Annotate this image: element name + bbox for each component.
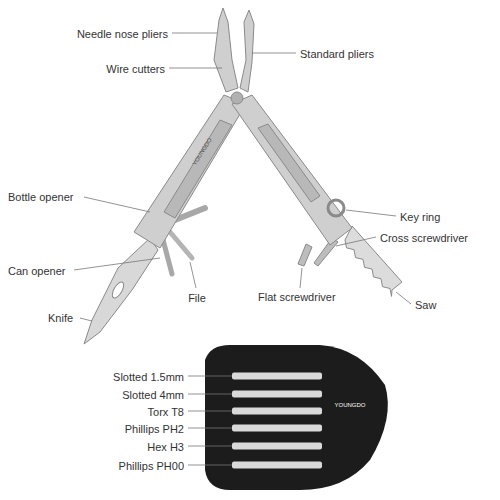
bits (232, 373, 322, 469)
part-label: Key ring (400, 211, 440, 223)
part-label: Saw (415, 299, 436, 311)
leader-line (80, 318, 92, 321)
part-label-holder: Standard pliers (300, 44, 374, 62)
part-label-holder: Flat screwdriver (258, 287, 336, 305)
part-label: Needle nose pliers (77, 28, 168, 40)
bit-label: Phillips PH00 (119, 460, 184, 472)
flat-screwdriver (298, 244, 312, 266)
part-label: Flat screwdriver (258, 291, 336, 303)
part-label-holder: File (188, 288, 206, 306)
part-label-holder: Bottle opener (8, 187, 73, 205)
bit-label-holder: Torx T8 (148, 402, 184, 420)
leader-line (74, 258, 160, 270)
leader-lines (74, 33, 411, 465)
bit-label-holder: Phillips PH2 (125, 419, 184, 437)
part-label: Knife (48, 312, 73, 324)
leader-line (396, 292, 411, 304)
multitool (84, 8, 402, 344)
part-label-holder: Needle nose pliers (77, 24, 168, 42)
handle-slot (258, 124, 320, 202)
bit-label: Torx T8 (148, 406, 184, 418)
bit-label: Slotted 1.5mm (113, 371, 184, 383)
bit-label: Phillips PH2 (125, 423, 184, 435)
leader-line (188, 465, 232, 466)
bit-label-holder: Slotted 4mm (122, 385, 184, 403)
plier-jaw (240, 10, 254, 92)
left-handle (134, 95, 246, 248)
file-arm (170, 232, 192, 258)
part-label: Cross screwdriver (380, 232, 468, 244)
leader-line (84, 197, 150, 212)
bit (232, 373, 322, 380)
leader-line (346, 210, 396, 216)
leader-line (190, 262, 196, 288)
leader-line (188, 446, 232, 447)
part-label-holder: Key ring (400, 207, 440, 225)
leader-line (188, 428, 232, 429)
knife-hole (110, 280, 126, 300)
leader-line (300, 268, 302, 288)
bit-label-holder: Slotted 1.5mm (113, 367, 184, 385)
brand-mark: YOUNGDO (334, 402, 365, 408)
part-label: File (188, 292, 206, 304)
part-label: Standard pliers (300, 48, 374, 60)
leader-line (188, 411, 232, 412)
bit (232, 462, 322, 469)
right-handle (232, 95, 352, 245)
part-label: Bottle opener (8, 191, 73, 203)
bit-label-holder: Phillips PH00 (119, 456, 184, 474)
part-label-holder: Can opener (8, 261, 66, 279)
bit-case (205, 345, 388, 490)
knife-blade (84, 238, 158, 344)
leader-line (188, 376, 232, 377)
bit-label-holder: Hex H3 (147, 437, 184, 455)
part-label-holder: Knife (48, 308, 73, 326)
leader-line (172, 33, 217, 34)
part-label: Can opener (8, 265, 66, 277)
leader-line (336, 237, 376, 246)
part-label: Wire cutters (106, 63, 165, 75)
key-ring (328, 200, 344, 216)
pivot (231, 92, 243, 104)
leader-line (169, 68, 222, 69)
part-label-holder: Cross screwdriver (380, 228, 468, 246)
bit (232, 425, 322, 432)
bit-label: Hex H3 (147, 441, 184, 453)
leader-line (188, 394, 232, 395)
leader-line (252, 53, 296, 54)
part-label-holder: Wire cutters (106, 59, 165, 77)
handle-slot (164, 120, 232, 218)
bit (232, 443, 322, 450)
bit (232, 391, 322, 398)
needle-jaw (214, 8, 238, 92)
bit-label: Slotted 4mm (122, 389, 184, 401)
part-label-holder: Saw (415, 295, 436, 313)
bit (232, 408, 322, 415)
bit-holder (205, 345, 388, 490)
brand-mark-holder: YOUNGDO (334, 393, 365, 411)
